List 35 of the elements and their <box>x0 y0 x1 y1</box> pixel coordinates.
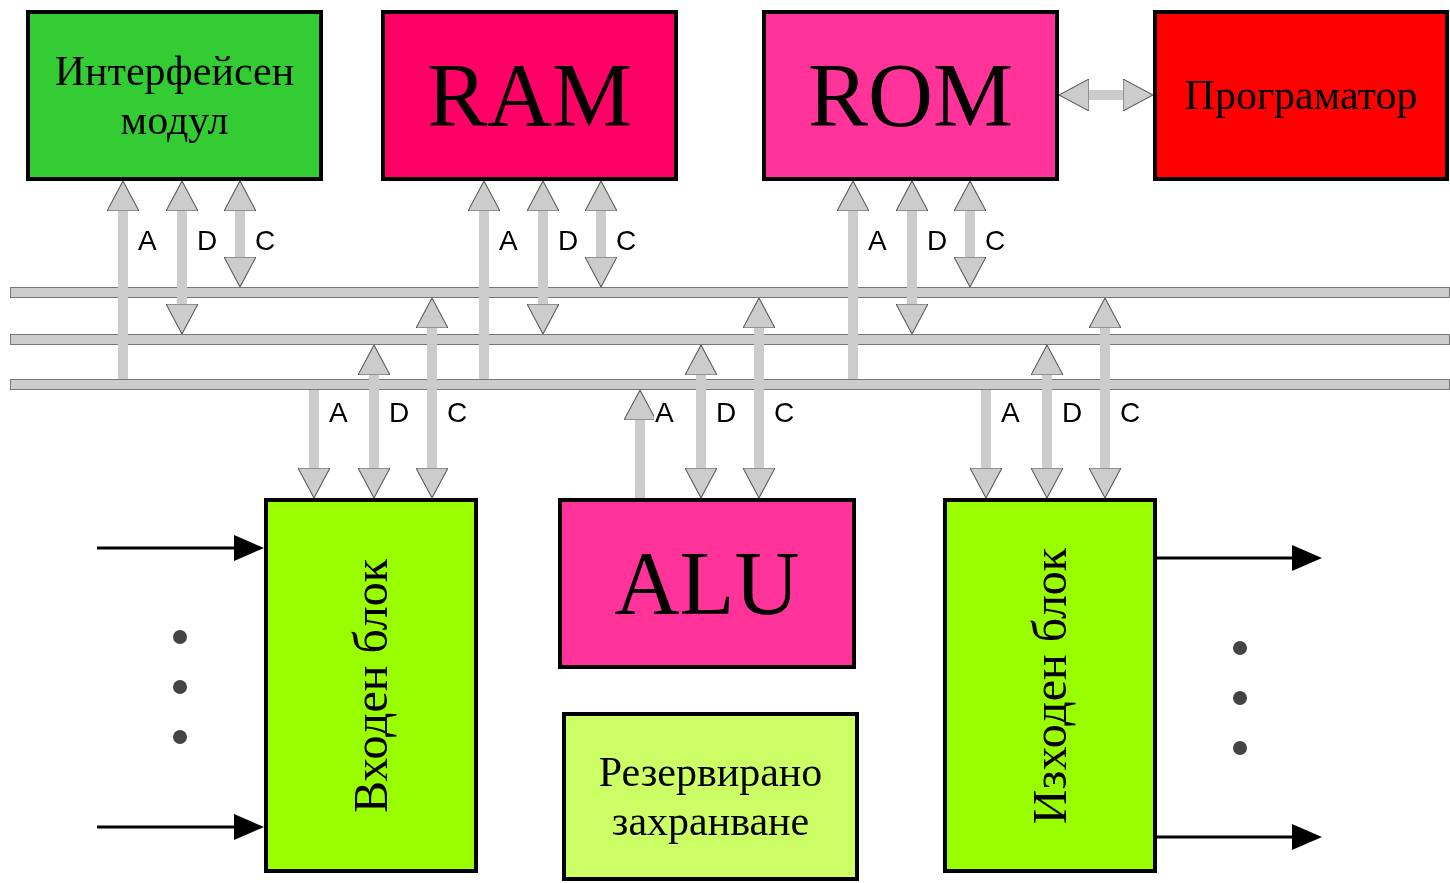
block-box <box>562 712 859 881</box>
arrow <box>954 180 986 288</box>
arrow <box>416 297 448 499</box>
arrow <box>107 180 139 379</box>
arrow <box>298 390 330 499</box>
block-box <box>762 10 1059 181</box>
block-label: ROM <box>806 44 1015 147</box>
block-box <box>26 10 323 181</box>
block-label: Изходен блок <box>1022 547 1078 824</box>
arrow <box>166 180 198 335</box>
block-box <box>264 498 478 873</box>
block-label: RAM <box>425 44 634 147</box>
arrow <box>624 389 656 498</box>
arrow <box>1089 297 1121 499</box>
arrow <box>358 344 390 499</box>
block-label: Програматор <box>1183 71 1419 120</box>
arrow <box>837 180 869 379</box>
arrow <box>224 180 256 288</box>
block-label: Интерфейсен модул <box>53 47 296 144</box>
block-label: ALU <box>613 532 801 635</box>
block-box <box>1153 10 1449 181</box>
arrow <box>970 390 1002 499</box>
arrow <box>685 344 717 499</box>
block-box <box>381 10 678 181</box>
arrow <box>468 180 500 379</box>
arrow <box>743 297 775 499</box>
arrow <box>585 180 617 288</box>
block-box <box>558 498 856 669</box>
block-label: Входен блок <box>343 558 399 813</box>
arrow <box>896 180 928 335</box>
arrow <box>1058 79 1154 111</box>
arrow <box>527 180 559 335</box>
arrow <box>1031 344 1063 499</box>
block-label: Резервирано захранване <box>597 748 824 845</box>
block-box <box>943 498 1157 873</box>
